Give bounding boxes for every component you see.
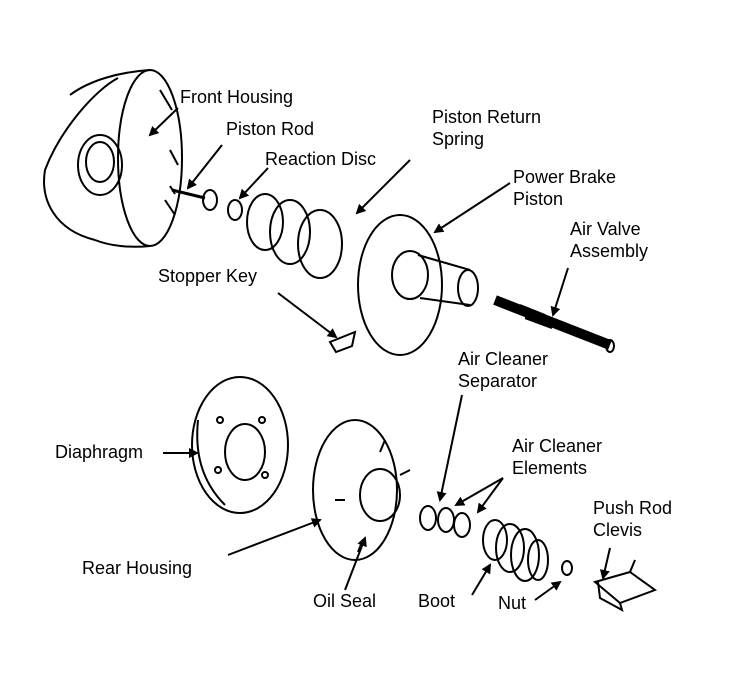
reaction-disc-label: Reaction Disc [265, 149, 377, 169]
boot-label: Boot [418, 591, 456, 611]
air-cleaner-separator-part [419, 505, 471, 538]
rear-housing-part [312, 419, 411, 561]
front-housing-part [43, 69, 183, 248]
piston-rod-label: Piston Rod [226, 119, 315, 139]
push-rod-clevis-part [592, 559, 658, 613]
nut-part [561, 560, 573, 576]
rear-housing-label: Rear Housing [82, 558, 193, 578]
boot-part [482, 519, 549, 582]
reaction-disc-part [227, 199, 243, 221]
stopper-key-label: Stopper Key [158, 266, 258, 286]
diaphragm-part [191, 376, 289, 514]
push-rod-clevis-label: Push Rod Clevis [593, 498, 673, 540]
leader-lines [148, 107, 611, 601]
diaphragm-label: Diaphragm [55, 442, 144, 462]
front-housing-label: Front Housing [180, 87, 294, 107]
air-cleaner-separator-label: Air Cleaner Separator [458, 349, 549, 391]
piston-return-spring-label: Piston Return Spring [432, 107, 542, 149]
oil-seal-label: Oil Seal [313, 591, 377, 611]
piston-rod-part [169, 185, 218, 211]
nut-label: Nut [498, 593, 527, 613]
power-brake-piston-label: Power Brake Piston [513, 167, 617, 209]
air-valve-assembly-label: Air Valve Assembly [570, 219, 649, 261]
return-spring-part [246, 193, 343, 279]
power-brake-piston-part [357, 214, 479, 356]
air-valve-assembly-part [493, 295, 615, 353]
air-cleaner-elements-label: Air Cleaner Elements [512, 436, 603, 478]
stopper-key-part [328, 330, 357, 354]
